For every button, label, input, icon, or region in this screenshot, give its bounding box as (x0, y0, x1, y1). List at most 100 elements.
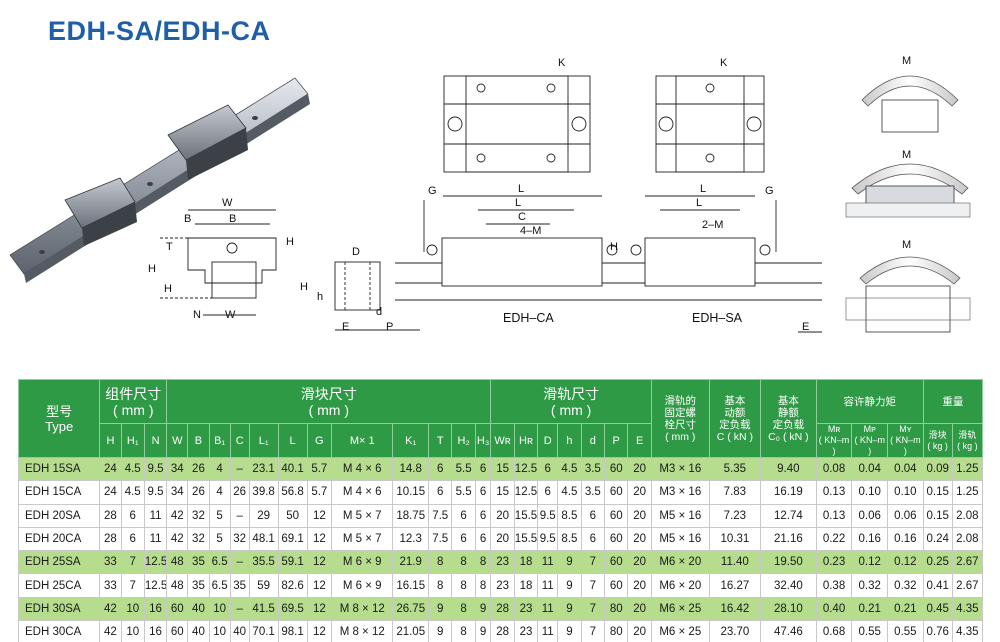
subheader-cell: H (99, 423, 122, 458)
table-cell: 2.67 (951, 550, 984, 575)
table-cell: 26 (229, 480, 250, 505)
table-cell: 8 (428, 573, 453, 598)
table-cell: 7.83 (708, 480, 762, 505)
table-cell: 6 (120, 503, 145, 528)
table-cell: 48 (166, 573, 189, 598)
table-cell: 8 (451, 596, 476, 622)
table-cell: 4 (208, 480, 231, 505)
table-cell: 9 (557, 550, 582, 575)
table-cell: M5 × 16 (650, 503, 710, 528)
table-cell: 0.15 (922, 480, 953, 505)
table-cell: 11 (143, 503, 168, 528)
table-cell: 16 (143, 596, 168, 622)
table-cell: 11 (537, 550, 559, 575)
table-cell: 80 (604, 596, 629, 622)
table-cell: 0.09 (922, 456, 953, 482)
table-cell: 11 (537, 573, 559, 598)
table-cell: M3 × 16 (650, 456, 710, 482)
table-cell: 42 (99, 596, 122, 622)
model-cell: EDH 20SA (17, 503, 101, 528)
table-cell: 0.55 (887, 620, 924, 642)
subheader-cell: N (143, 423, 168, 458)
table-cell: 4.35 (951, 596, 984, 622)
table-cell: 23 (513, 596, 539, 622)
table-cell: 29 (248, 503, 279, 528)
table-cell: 28 (99, 526, 122, 552)
dim-k1-ca: K (558, 57, 566, 69)
subheader-cell: T (428, 423, 453, 458)
table-cell: 60 (166, 596, 189, 622)
table-cell: 7 (580, 550, 606, 575)
table-cell: 5.7 (306, 456, 333, 482)
table-cell: 0.04 (851, 456, 889, 482)
table-cell: 8 (451, 550, 476, 575)
table-cell: 0.22 (815, 526, 853, 552)
table-cell: 33 (99, 550, 122, 575)
dim-c: C (518, 211, 526, 223)
moment-diagram-my: M (845, 239, 971, 333)
dim-h1: H (164, 283, 172, 295)
cross-section-view (160, 209, 277, 316)
table-cell: 0.06 (851, 503, 889, 528)
dim-b1: B (184, 213, 191, 225)
table-cell: M6 × 20 (650, 573, 710, 598)
table-cell: 12.5 (513, 456, 539, 482)
subheader-cell: E (627, 423, 652, 458)
table-cell: 9 (474, 596, 492, 622)
table-cell: 9.5 (537, 526, 559, 552)
table-cell: 15 (490, 456, 515, 482)
table-cell: 21.16 (760, 526, 817, 552)
header-moment: 容许静力矩 (815, 379, 924, 424)
table-cell: 0.16 (887, 526, 924, 552)
table-cell: 16 (143, 620, 168, 642)
table-cell: 47.46 (760, 620, 817, 642)
table-cell: 16.27 (708, 573, 762, 598)
subheader-cell: H₂ (451, 423, 476, 458)
table-cell: 3.5 (580, 456, 606, 482)
table-cell: M 4 × 6 (331, 456, 394, 482)
table-cell: 60 (604, 480, 629, 505)
model-cell: EDH 25SA (17, 550, 101, 575)
moment-mp-label: M (902, 149, 911, 161)
table-cell: 7 (580, 620, 606, 642)
table-cell: 5 (208, 503, 231, 528)
table-cell: 60 (604, 456, 629, 482)
table-cell: 9 (474, 620, 492, 642)
table-cell: 16.19 (760, 480, 817, 505)
dim-hr: H (300, 281, 308, 293)
table-cell: 4.5 (557, 456, 582, 482)
table-cell: 9 (557, 573, 582, 598)
table-cell: 9 (428, 620, 453, 642)
dim-b: B (229, 213, 236, 225)
table-cell: 10 (208, 620, 231, 642)
dim-t: T (166, 241, 173, 253)
table-cell: 6.5 (208, 550, 231, 575)
table-cell: M 6 × 9 (331, 573, 394, 598)
table-cell: 6.5 (208, 573, 231, 598)
table-cell: 82.6 (277, 573, 308, 598)
table-cell: 48 (166, 550, 189, 575)
table-cell: 0.21 (887, 596, 924, 622)
table-cell: 0.16 (851, 526, 889, 552)
table-cell: 32 (187, 503, 210, 528)
table-cell: 12.5 (513, 480, 539, 505)
table-cell: 7 (580, 573, 606, 598)
table-cell: 5 (208, 526, 231, 552)
table-cell: 20 (627, 620, 652, 642)
table-cell: 28 (490, 596, 515, 622)
table-cell: 0.08 (815, 456, 853, 482)
table-cell: 9.5 (143, 456, 168, 482)
table-cell: 4 (208, 456, 231, 482)
table-cell: 8 (474, 573, 492, 598)
table-cell: 11 (537, 596, 559, 622)
table-cell: 32 (187, 526, 210, 552)
table-cell: 8 (428, 550, 453, 575)
